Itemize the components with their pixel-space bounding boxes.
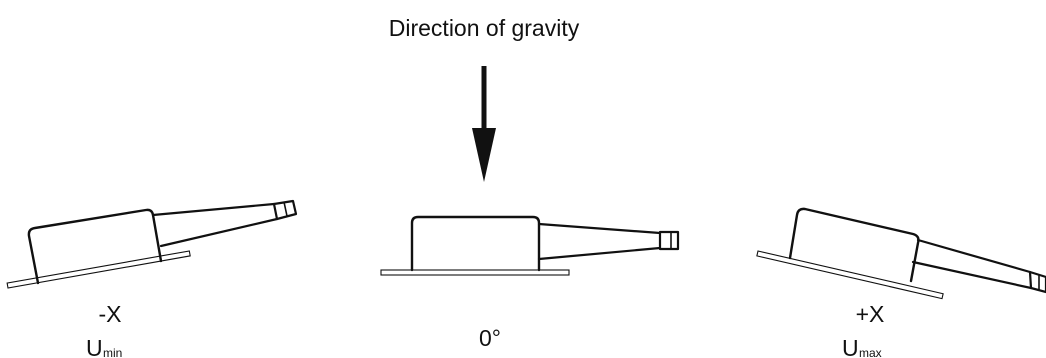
cable-tip bbox=[272, 199, 298, 221]
voltage-symbol: U bbox=[842, 335, 859, 358]
cable-tip bbox=[1028, 270, 1046, 294]
base-plate bbox=[756, 250, 944, 300]
sensor-body bbox=[410, 215, 541, 272]
voltage-subscript: min bbox=[103, 346, 122, 358]
base-plate bbox=[6, 250, 191, 289]
position-label-plus-x: +X bbox=[856, 301, 885, 327]
sensor-cable bbox=[151, 202, 279, 248]
base-plate bbox=[380, 269, 570, 276]
gravity-label: Direction of gravity bbox=[389, 15, 580, 41]
voltage-subscript: max bbox=[859, 346, 882, 358]
voltage-label-max: U max bbox=[842, 335, 882, 358]
sensor-body bbox=[27, 208, 163, 285]
voltage-symbol: U bbox=[86, 335, 103, 358]
sensor-tilted-minus-x bbox=[6, 199, 298, 289]
gravity-arrow-icon bbox=[472, 66, 496, 182]
position-label-minus-x: -X bbox=[99, 301, 122, 327]
cable-tip bbox=[658, 230, 680, 251]
sensor-tilted-plus-x bbox=[756, 207, 1046, 300]
sensor-cable bbox=[537, 222, 662, 261]
sensor-level-zero bbox=[380, 215, 680, 276]
sensor-body bbox=[788, 207, 920, 283]
position-label-zero: 0° bbox=[479, 325, 501, 351]
voltage-label-min: U min bbox=[86, 335, 122, 358]
sensor-cable bbox=[911, 238, 1033, 290]
